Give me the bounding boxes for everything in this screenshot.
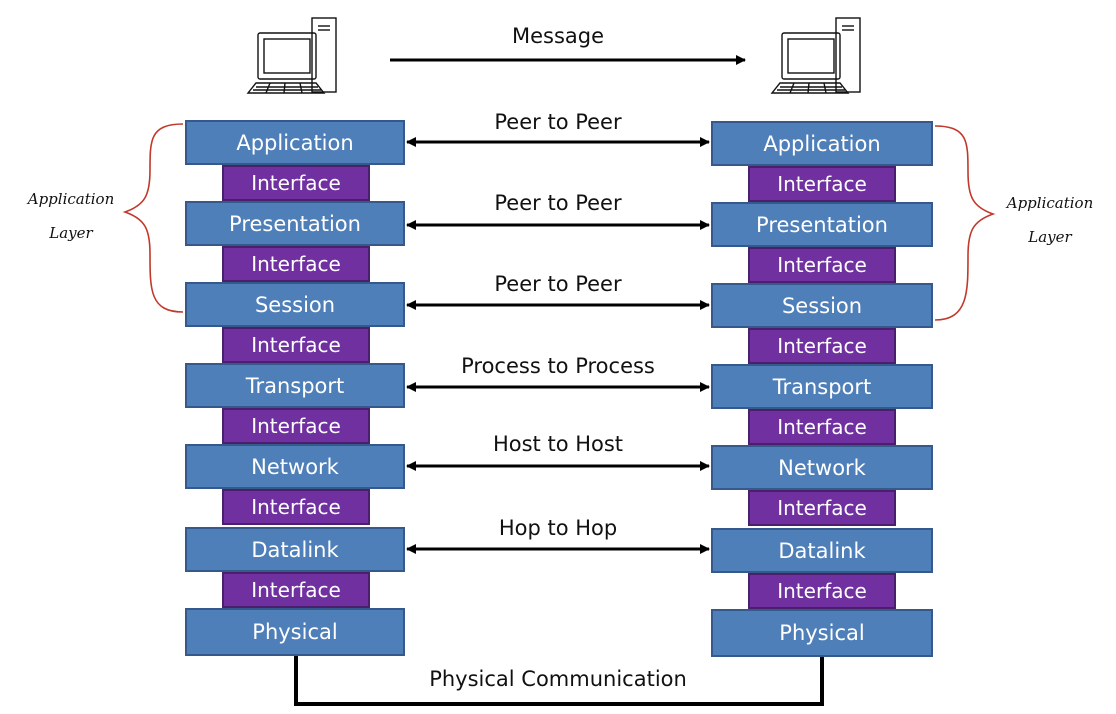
left-layer-network: Network <box>185 444 405 489</box>
right-interface-6: Interface <box>748 573 896 609</box>
right-brace <box>934 125 996 321</box>
right-interface-4: Interface <box>748 409 896 445</box>
message-label: Message <box>511 24 605 48</box>
left-application-layer-label: Application Layer <box>8 182 134 250</box>
physical-communication-label: Physical Communication <box>429 667 687 691</box>
right-interface-2: Interface <box>748 247 896 283</box>
left-layer-transport: Transport <box>185 363 405 408</box>
peer-link-label-6: Hop to Hop <box>498 516 618 540</box>
left-interface-2: Interface <box>222 246 370 282</box>
right-layer-transport: Transport <box>711 364 933 409</box>
left-brace <box>122 123 184 313</box>
right-interface-5: Interface <box>748 490 896 526</box>
left-layer-physical: Physical <box>185 608 405 656</box>
right-layer-session: Session <box>711 283 933 328</box>
right-layer-network: Network <box>711 445 933 490</box>
left-layer-datalink: Datalink <box>185 527 405 572</box>
left-interface-6: Interface <box>222 572 370 608</box>
peer-link-label-1: Peer to Peer <box>494 110 622 134</box>
right-application-layer-label: Application Layer <box>988 186 1112 254</box>
left-layer-application: Application <box>185 120 405 165</box>
left-interface-1: Interface <box>222 165 370 201</box>
peer-link-label-5: Host to Host <box>492 432 624 456</box>
left-application-layer-line2: Layer <box>49 224 93 242</box>
right-layer-physical: Physical <box>711 609 933 657</box>
right-application-layer-line2: Layer <box>1028 228 1072 246</box>
left-application-layer-line1: Application <box>27 190 115 208</box>
left-interface-5: Interface <box>222 489 370 525</box>
desktop-computer-icon <box>770 17 861 94</box>
right-layer-application: Application <box>711 121 933 166</box>
left-layer-session: Session <box>185 282 405 327</box>
peer-link-label-2: Peer to Peer <box>494 191 622 215</box>
left-interface-3: Interface <box>222 327 370 363</box>
left-layer-presentation: Presentation <box>185 201 405 246</box>
peer-link-label-4: Process to Process <box>461 354 655 378</box>
physical-communication-line <box>294 656 824 706</box>
right-application-layer-line1: Application <box>1006 194 1094 212</box>
right-layer-presentation: Presentation <box>711 202 933 247</box>
right-layer-datalink: Datalink <box>711 528 933 573</box>
left-interface-4: Interface <box>222 408 370 444</box>
right-interface-3: Interface <box>748 328 896 364</box>
right-interface-1: Interface <box>748 166 896 202</box>
peer-link-label-3: Peer to Peer <box>494 272 622 296</box>
desktop-computer-icon <box>246 17 337 94</box>
